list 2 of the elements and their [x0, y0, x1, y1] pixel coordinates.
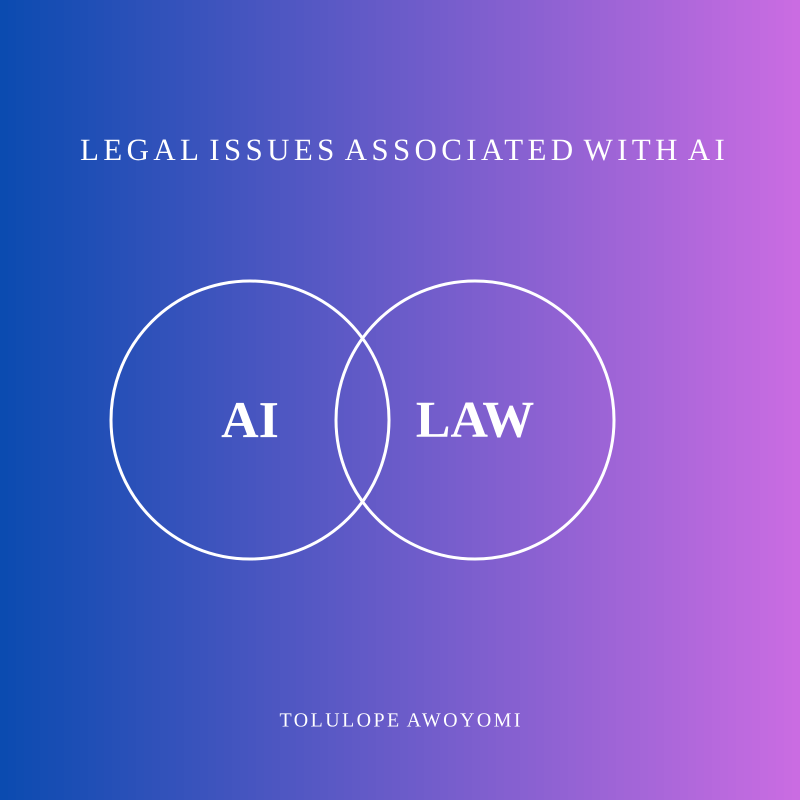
- author-name: TOLULOPE AWOYOMI: [280, 713, 520, 727]
- title: LEGAL ISSUES ASSOCIATED WITH AI: [80, 140, 724, 160]
